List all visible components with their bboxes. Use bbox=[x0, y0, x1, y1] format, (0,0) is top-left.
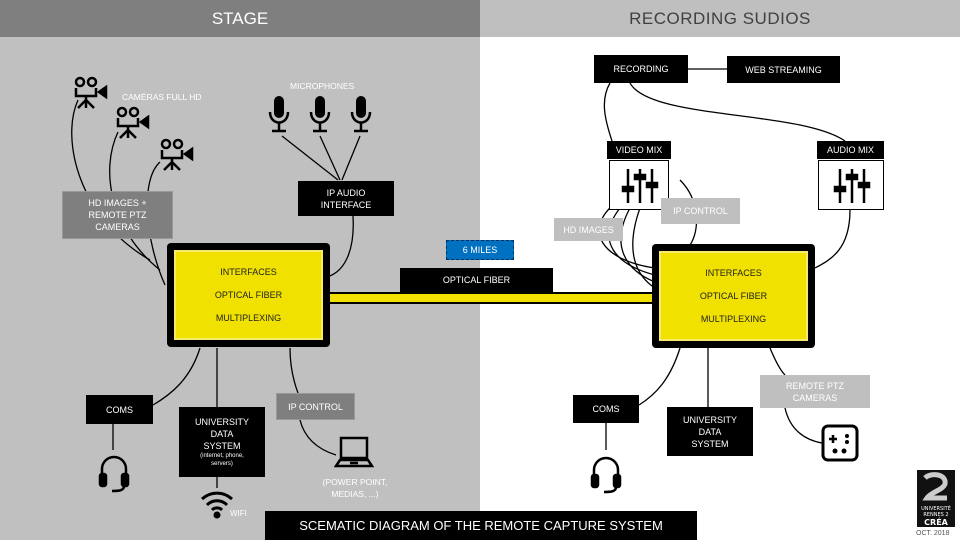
wifi-icon bbox=[199, 489, 235, 524]
video-mixer-icon bbox=[609, 160, 669, 210]
optical-fiber-label: OPTICAL FIBER bbox=[400, 268, 553, 292]
laptop-caption-line: (POWER POINT, bbox=[322, 477, 388, 487]
studio-ip-control-box: IP CONTROL bbox=[661, 198, 740, 224]
ip-control-box: IP CONTROL bbox=[276, 393, 355, 420]
gamepad-icon bbox=[821, 424, 859, 467]
audio-mix-label: AUDIO MIX bbox=[817, 141, 884, 159]
studio-hd-images-box: HD IMAGES bbox=[554, 218, 623, 241]
hub-line: MULTIPLEXING bbox=[700, 314, 767, 325]
video-mix-label: VIDEO MIX bbox=[607, 141, 671, 159]
university-sub: (internet, phone, bbox=[200, 453, 244, 459]
hub-line: OPTICAL FIBER bbox=[699, 290, 768, 301]
ip-audio-line: IP AUDIO bbox=[326, 187, 366, 198]
distance-badge: 6 MILES bbox=[446, 240, 514, 260]
microphone-icon bbox=[349, 96, 373, 141]
headset-icon bbox=[590, 456, 622, 499]
svg-text:CRÉA: CRÉA bbox=[924, 516, 948, 527]
svg-text:RENNES 2: RENNES 2 bbox=[923, 512, 948, 518]
remote-ptz-line: REMOTE PTZ bbox=[786, 380, 844, 391]
hub-line: MULTIPLEXING bbox=[215, 313, 282, 324]
microphone-icon bbox=[308, 96, 332, 141]
hub-line: INTERFACES bbox=[220, 266, 277, 277]
web-streaming-box: WEB STREAMING bbox=[727, 56, 840, 83]
university-line: DATA bbox=[698, 426, 722, 437]
microphones-label: MICROPHONES bbox=[290, 81, 355, 91]
university-line: DATA bbox=[210, 429, 234, 439]
hd-images-line: HD IMAGES + bbox=[88, 198, 147, 208]
ip-audio-line: INTERFACE bbox=[320, 199, 372, 210]
studio-multiplexer: INTERFACES OPTICAL FIBER MULTIPLEXING bbox=[652, 244, 815, 348]
diagram-title: SCEMATIC DIAGRAM OF THE REMOTE CAPTURE S… bbox=[265, 511, 697, 540]
laptop-icon bbox=[333, 436, 375, 473]
coms-box: COMS bbox=[86, 395, 153, 424]
microphone-icon bbox=[267, 96, 291, 141]
wifi-label: WIFI bbox=[230, 509, 247, 518]
hub-line: INTERFACES bbox=[705, 267, 762, 278]
recording-box: RECORDING bbox=[594, 55, 688, 83]
video-camera-icon bbox=[158, 138, 198, 183]
stage-multiplexer: INTERFACES OPTICAL FIBER MULTIPLEXING bbox=[167, 243, 330, 347]
university-data-system-box: UNIVERSITY DATA SYSTEM (internet, phone, se… bbox=[179, 407, 265, 477]
cameras-label: CAMÉRAS FULL HD bbox=[122, 92, 202, 102]
university-line: SYSTEM bbox=[203, 441, 241, 451]
audio-mixer-icon bbox=[818, 160, 884, 210]
svg-text:UNIVERSITÉ: UNIVERSITÉ bbox=[921, 504, 951, 512]
remote-ptz-line: CAMERAS bbox=[792, 392, 838, 403]
hd-images-box: HD IMAGES + REMOTE PTZ CAMERAS bbox=[62, 191, 173, 239]
stage-header: STAGE bbox=[0, 0, 480, 37]
university-line: SYSTEM bbox=[691, 438, 729, 449]
laptop-caption-line: MEDIAS, ...) bbox=[331, 489, 379, 499]
studio-header: RECORDING SUDIOS bbox=[480, 0, 960, 37]
university-sub: servers) bbox=[211, 461, 233, 467]
laptop-caption: (POWER POINT, MEDIAS, ...) bbox=[310, 474, 400, 502]
university-line: UNIVERSITY bbox=[194, 417, 249, 427]
university-line: UNIVERSITY bbox=[682, 414, 737, 425]
headset-icon bbox=[98, 455, 130, 498]
hub-line: OPTICAL FIBER bbox=[214, 289, 283, 300]
studio-coms-box: COMS bbox=[573, 395, 639, 423]
video-camera-icon bbox=[72, 76, 112, 121]
hd-images-line: REMOTE PTZ bbox=[88, 210, 147, 220]
date-label: OCT. 2018 bbox=[916, 530, 950, 537]
video-camera-icon bbox=[114, 106, 154, 151]
hd-images-line: CAMERAS bbox=[95, 222, 140, 232]
